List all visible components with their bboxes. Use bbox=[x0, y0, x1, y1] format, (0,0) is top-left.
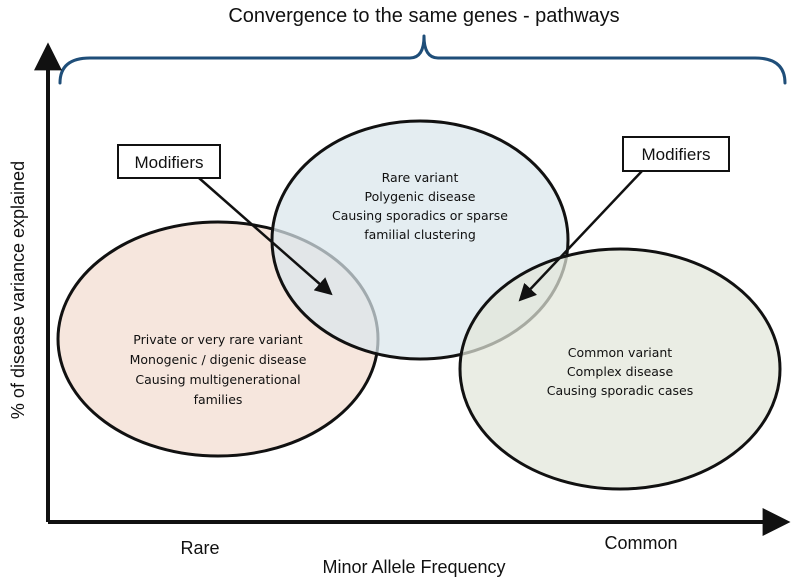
right-ellipse-text: Common variant Complex disease Causing s… bbox=[547, 345, 694, 398]
ellipse-text-line: Causing sporadic cases bbox=[547, 383, 694, 398]
modifiers-arrow-left bbox=[198, 177, 333, 296]
ellipse-text-line: familial clustering bbox=[364, 227, 476, 242]
ellipse-text-line: Complex disease bbox=[567, 364, 674, 379]
ellipse-text-line: families bbox=[194, 392, 243, 407]
modifiers-box-left bbox=[117, 144, 221, 179]
left-ellipse-text: Private or very rare variant Monogenic /… bbox=[130, 332, 307, 407]
modifiers-box-right bbox=[622, 136, 730, 172]
diagram-title: Convergence to the same genes - pathways bbox=[228, 5, 619, 27]
common-variant-ellipse bbox=[458, 247, 782, 491]
ellipse-text-line: Causing multigenerational bbox=[135, 372, 300, 387]
ellipse-text-line: Polygenic disease bbox=[365, 189, 476, 204]
x-axis-title: Minor Allele Frequency bbox=[322, 557, 505, 577]
modifiers-label-left: Modifiers bbox=[135, 153, 204, 172]
ellipse-text-line: Monogenic / digenic disease bbox=[130, 352, 307, 367]
modifiers-label-right: Modifiers bbox=[642, 145, 711, 164]
middle-ellipse-text: Rare variant Polygenic disease Causing s… bbox=[332, 170, 508, 242]
ellipse-text-line: Rare variant bbox=[382, 170, 459, 185]
ellipse-text-line: Common variant bbox=[568, 345, 673, 360]
convergence-brace bbox=[58, 34, 787, 85]
ellipse-text-line: Private or very rare variant bbox=[133, 332, 302, 347]
y-axis-title: % of disease variance explained bbox=[8, 161, 28, 419]
x-axis-left-label: Rare bbox=[180, 538, 219, 558]
ellipse-text-line: Causing sporadics or sparse bbox=[332, 208, 508, 223]
modifiers-arrow-right bbox=[518, 170, 643, 302]
x-axis-right-label: Common bbox=[604, 533, 677, 553]
